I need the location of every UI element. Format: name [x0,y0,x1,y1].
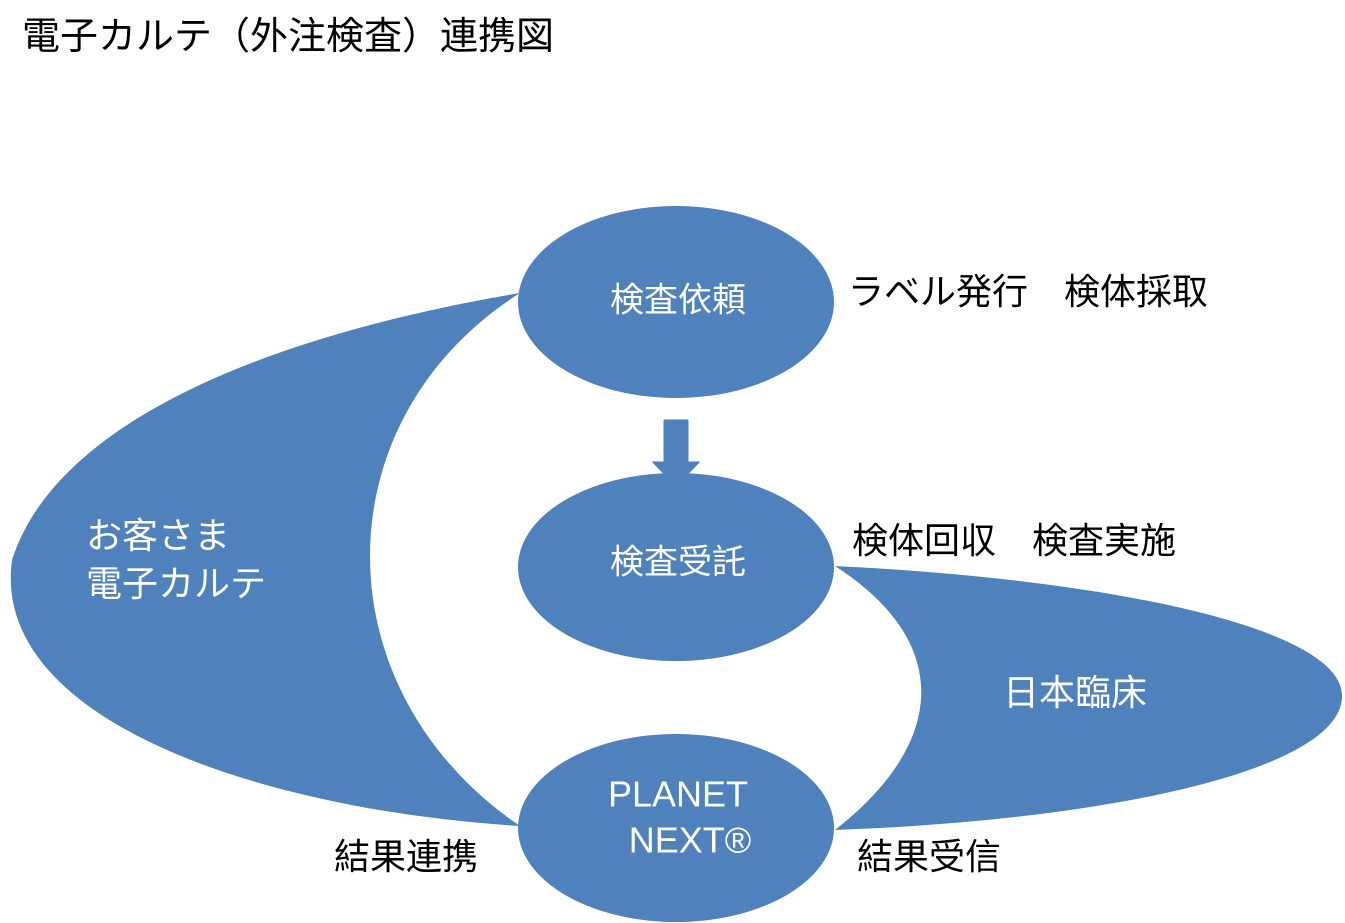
lab-shape [835,566,1343,830]
planet-next-label-line2: NEXT® [629,820,752,861]
result-receive-label: 結果受信 [857,837,1001,878]
page-title: 電子カルテ（外注検査）連携図 [22,14,555,58]
request-node-label: 検査依頼 [610,281,746,321]
customer-ehr-label-line2: 電子カルテ [86,564,266,605]
receive-node [518,473,834,661]
request-side-label: ラベル発行 検体採取 [848,272,1208,313]
receive-node-label: 検査受託 [610,543,746,583]
receive-side-label: 検体回収 検査実施 [852,521,1176,562]
lab-label: 日本臨床 [1003,673,1147,714]
request-node [518,206,834,398]
planet-next-label-line1: PLANET [608,774,748,815]
customer-ehr-label-line1: お客さま [86,516,230,557]
planet-next-node [518,734,834,922]
result-link-label: 結果連携 [334,837,478,878]
customer-ehr-shape [10,293,521,826]
